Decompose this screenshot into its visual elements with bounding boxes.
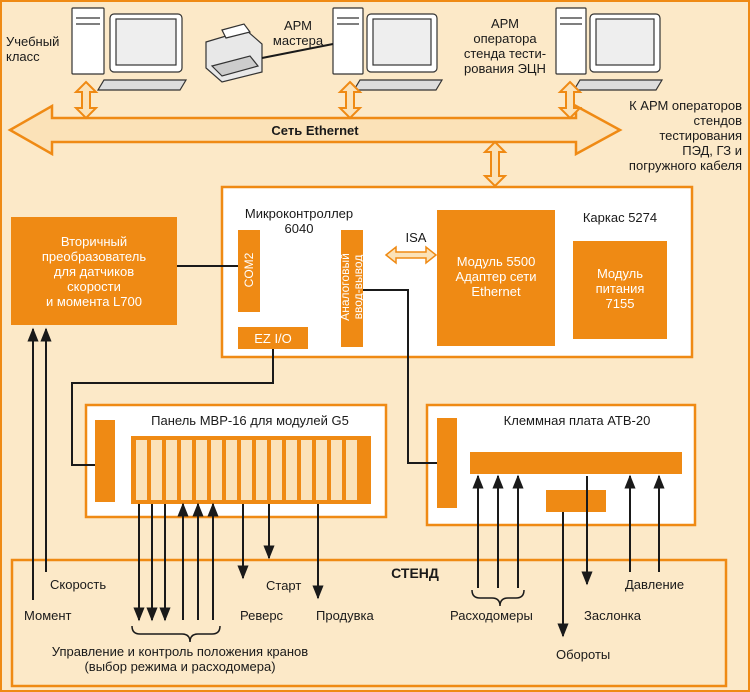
terminal-board-strip bbox=[470, 452, 682, 474]
classroom-label: Учебный класс bbox=[6, 34, 60, 64]
computer-master-icon bbox=[332, 7, 444, 91]
stand-title: СТЕНД bbox=[391, 565, 439, 581]
terminal-board-connector bbox=[437, 418, 457, 508]
rpm-label: Обороты bbox=[556, 647, 611, 662]
reverse-label: Реверс bbox=[240, 608, 284, 623]
panel-mbr-slot-windows bbox=[136, 440, 357, 500]
computer-operator-icon bbox=[555, 7, 664, 91]
panel-mbr-label: Панель МВР-16 для модулей G5 bbox=[151, 413, 349, 428]
printer-cable bbox=[261, 43, 334, 59]
master-workstation-label: АРМ мастера bbox=[272, 18, 324, 48]
isa-arrow bbox=[384, 245, 438, 265]
ethernet-bus-arrow bbox=[7, 103, 623, 157]
ez-io-box bbox=[238, 327, 308, 349]
valve-label: Заслонка bbox=[584, 608, 641, 623]
stand-box bbox=[10, 558, 728, 688]
other-operators-label: К АРМ операторов стендов тестирования ПЭ… bbox=[628, 98, 742, 173]
isa-label: ISA bbox=[405, 230, 427, 245]
control-brace bbox=[131, 625, 221, 643]
terminal-output-arrows bbox=[557, 476, 593, 638]
converter-box bbox=[11, 217, 177, 325]
terminal-input-arrows bbox=[472, 474, 665, 588]
module-5500-box bbox=[437, 210, 555, 346]
terminal-board-rpm-block bbox=[546, 490, 606, 512]
panel-output-arrows bbox=[133, 504, 324, 622]
power-module-box bbox=[573, 241, 667, 339]
purge-label: Продувка bbox=[316, 608, 374, 623]
panel-input-arrows bbox=[177, 502, 219, 620]
module-5500-label: Модуль 5500 Адаптер сети Ethernet bbox=[455, 254, 537, 299]
ez-io-label: EZ I/O bbox=[254, 331, 292, 346]
analog-io-box bbox=[341, 230, 363, 347]
power-module-label: Модуль питания 7155 bbox=[595, 266, 645, 311]
pressure-label: Давление bbox=[625, 577, 685, 592]
analog-io-label: Аналоговый ввод-вывод bbox=[338, 253, 365, 321]
bus-drop-arrows bbox=[73, 80, 583, 188]
flowmeters-label: Расходомеры bbox=[450, 608, 533, 623]
panel-mbr-connector bbox=[95, 420, 115, 502]
speed-label: Скорость bbox=[50, 577, 107, 592]
signal-lines bbox=[71, 289, 437, 466]
flowmeter-brace bbox=[471, 589, 525, 607]
converter-label: Вторичный преобразователь для датчиков с… bbox=[41, 234, 147, 309]
com2-box bbox=[238, 230, 260, 312]
computer-classroom-icon bbox=[71, 7, 188, 91]
com2-label: COM2 bbox=[242, 252, 256, 288]
torque-label: Момент bbox=[24, 608, 72, 623]
operator-workstation-label: АРМ оператора стенда тести- рования ЭЦН bbox=[463, 16, 547, 76]
terminal-board-label: Клеммная плата ATB-20 bbox=[503, 413, 651, 428]
converter-input-arrows bbox=[27, 327, 52, 600]
control-label: Управление и контроль положения кранов (… bbox=[51, 644, 309, 674]
microcontroller-label: Микроконтроллер 6040 bbox=[244, 206, 354, 236]
printer-icon bbox=[205, 23, 263, 83]
ethernet-label: Сеть Ethernet bbox=[271, 123, 359, 138]
chassis-title: Каркас 5274 bbox=[582, 210, 658, 225]
start-label: Старт bbox=[266, 578, 302, 593]
